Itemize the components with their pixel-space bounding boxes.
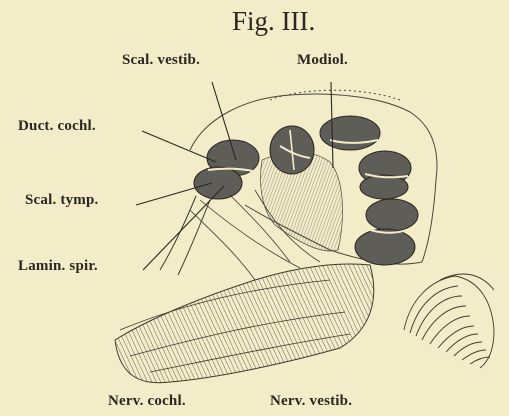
label-duct-cochl: Duct. cochl.: [18, 118, 96, 135]
vestibular-nerve: [404, 274, 494, 368]
label-scal-tymp: Scal. tymp.: [25, 192, 98, 209]
figure-title: Fig. III.: [232, 6, 315, 37]
leader-lamin-spir: [143, 186, 224, 270]
label-modiol: Modiol.: [297, 52, 348, 69]
label-lamin-spir: Lamin. spir.: [18, 258, 98, 275]
label-nerv-vestib: Nerv. vestib.: [270, 393, 352, 410]
label-nerv-cochl: Nerv. cochl.: [108, 393, 186, 410]
leader-duct-cochl: [142, 131, 216, 162]
label-scal-vestib: Scal. vestib.: [122, 52, 200, 69]
